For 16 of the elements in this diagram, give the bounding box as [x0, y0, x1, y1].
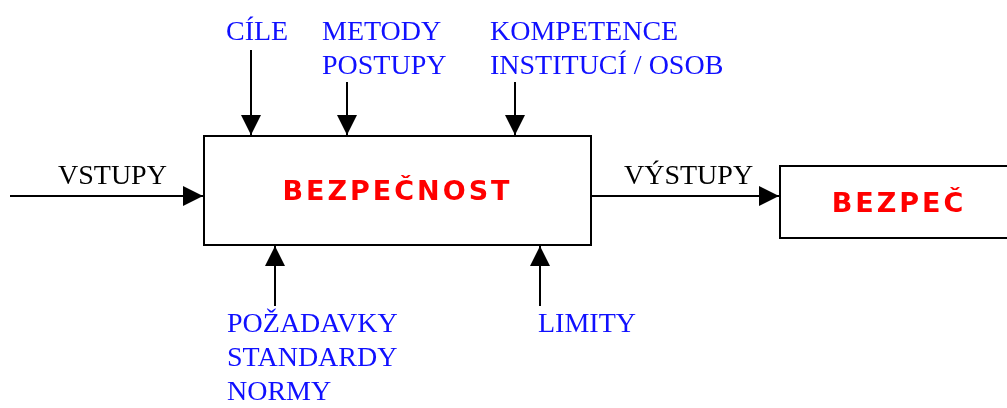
process-box	[779, 165, 1007, 239]
input-label: METODY POSTUPY	[322, 14, 448, 82]
arrow	[9, 186, 204, 206]
input-label: KOMPETENCE INSTITUCÍ / OSOB	[490, 14, 725, 82]
input-label: CÍLE	[226, 14, 290, 48]
arrow	[505, 81, 525, 136]
input-label: POŽADAVKY STANDARDY NORMY	[227, 306, 398, 408]
arrow	[591, 186, 780, 206]
box-title: BEZPEČNOST	[282, 175, 513, 206]
input-label: LIMITY	[538, 306, 637, 340]
arrow	[337, 81, 357, 136]
arrow	[530, 245, 550, 307]
arrow	[265, 245, 285, 307]
process-box	[203, 135, 592, 246]
box-title: BEZPEČ	[831, 186, 967, 218]
arrow	[241, 49, 261, 136]
